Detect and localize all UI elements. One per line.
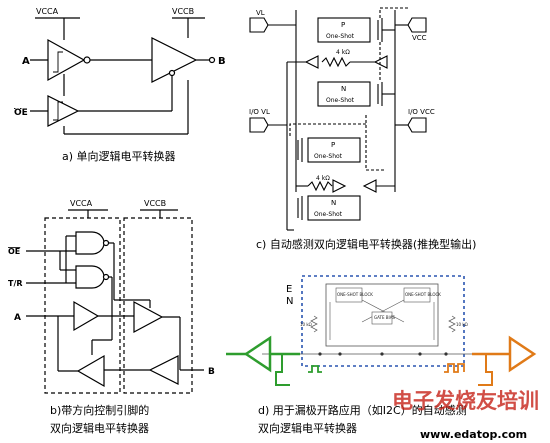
panel-b <box>26 209 204 394</box>
panel-c <box>249 7 427 231</box>
input-buffer-a <box>47 38 86 82</box>
resistor-label-d-right: 10 kΩ <box>456 322 468 327</box>
vcc-label: VCC <box>412 34 427 42</box>
oneshot-label-d-left: ONE-SHOT BLOCK <box>337 292 373 297</box>
buffer-b-to-a-left <box>76 354 105 388</box>
panel-d <box>226 275 537 386</box>
oneshot-label-n-top: One-Shot <box>326 97 355 104</box>
buffer-a-to-b-left <box>73 300 100 332</box>
caption-a: a) 单向逻辑电平转换器 <box>62 149 176 163</box>
oneshot-label-top: One-Shot <box>326 33 355 40</box>
io-vcc-port <box>407 117 427 133</box>
vcca-domain-box <box>44 217 121 394</box>
io-vl-label: I/O VL <box>249 108 270 116</box>
watermark-url: www.edatop.com <box>420 428 527 441</box>
resistor-label-bottom: 4 kΩ <box>316 175 330 182</box>
gate-bias-label: GATE BIAS <box>374 315 395 320</box>
vl-label: VL <box>256 9 265 17</box>
vl-port <box>249 17 269 33</box>
resistor-label-top: 4 kΩ <box>336 49 350 56</box>
buffer-bottom-left <box>332 179 347 193</box>
n-label-top: N <box>341 85 346 93</box>
oneshot-label-mid: One-Shot <box>314 153 343 160</box>
output-b-label: B <box>218 56 226 67</box>
vcca-label-b: VCCA <box>70 199 93 208</box>
caption-b-line2: 双向逻辑电平转换器 <box>50 421 149 435</box>
vccb-domain-box <box>123 217 193 394</box>
buffer-bottom-right <box>362 179 377 193</box>
oneshot-p-bottom <box>307 137 361 163</box>
vcc-port <box>407 17 427 33</box>
p-label-bottom: P <box>331 141 335 149</box>
buffer-top-left <box>304 55 319 69</box>
label-e: E <box>286 284 292 295</box>
nand-gate-bottom <box>75 265 105 289</box>
input-a-label: A <box>22 56 30 67</box>
output-buffer-b <box>151 37 198 83</box>
input-buffer-oe <box>47 95 80 127</box>
ic-boundary <box>301 275 465 367</box>
p-label-top: P <box>341 21 345 29</box>
label-n: N <box>286 296 293 307</box>
caption-c: c) 自动感测双向逻辑电平转换器(推挽型输出) <box>256 237 476 251</box>
input-tr-label: T/R <box>8 279 23 288</box>
buffer-b-to-a-right <box>148 355 179 385</box>
vcca-label-a: VCCA <box>36 7 59 16</box>
input-oe-label: OE <box>14 108 28 118</box>
orange-buffer-right <box>508 335 537 373</box>
caption-b-line1: b)带方向控制引脚的 <box>50 403 149 417</box>
oneshot-label-bottom: One-Shot <box>314 211 343 218</box>
oneshot-n-bottom <box>307 195 361 221</box>
n-label-bottom: N <box>331 199 336 207</box>
nand-gate-top <box>75 231 105 255</box>
watermark-main: 电子发烧友培训 <box>392 389 539 413</box>
panel-a <box>30 17 216 135</box>
orange-pulse <box>444 363 465 373</box>
buffer-top-right <box>373 55 388 69</box>
resistor-label-d-left: 10 kΩ <box>300 322 312 327</box>
caption-d-line1: d) 用于漏极开路应用（如I2C）的自动感测 <box>258 403 467 417</box>
io-vl-port <box>249 117 269 133</box>
oneshot-p-top <box>317 17 371 43</box>
output-b-label-b: B <box>208 367 215 377</box>
io-vcc-label: I/O VCC <box>408 108 435 116</box>
oneshot-n-top <box>317 81 371 107</box>
green-pulse <box>308 365 322 373</box>
caption-d-line2: 双向逻辑电平转换器 <box>258 421 357 435</box>
input-oe-label-b: OE <box>8 247 20 256</box>
vccb-label-a: VCCB <box>172 7 194 16</box>
input-a-label-b: A <box>14 313 21 323</box>
buffer-a-to-b-right <box>133 300 164 334</box>
oneshot-label-d-right: ONE-SHOT BLOCK <box>405 292 441 297</box>
vccb-label-b: VCCB <box>144 199 166 208</box>
